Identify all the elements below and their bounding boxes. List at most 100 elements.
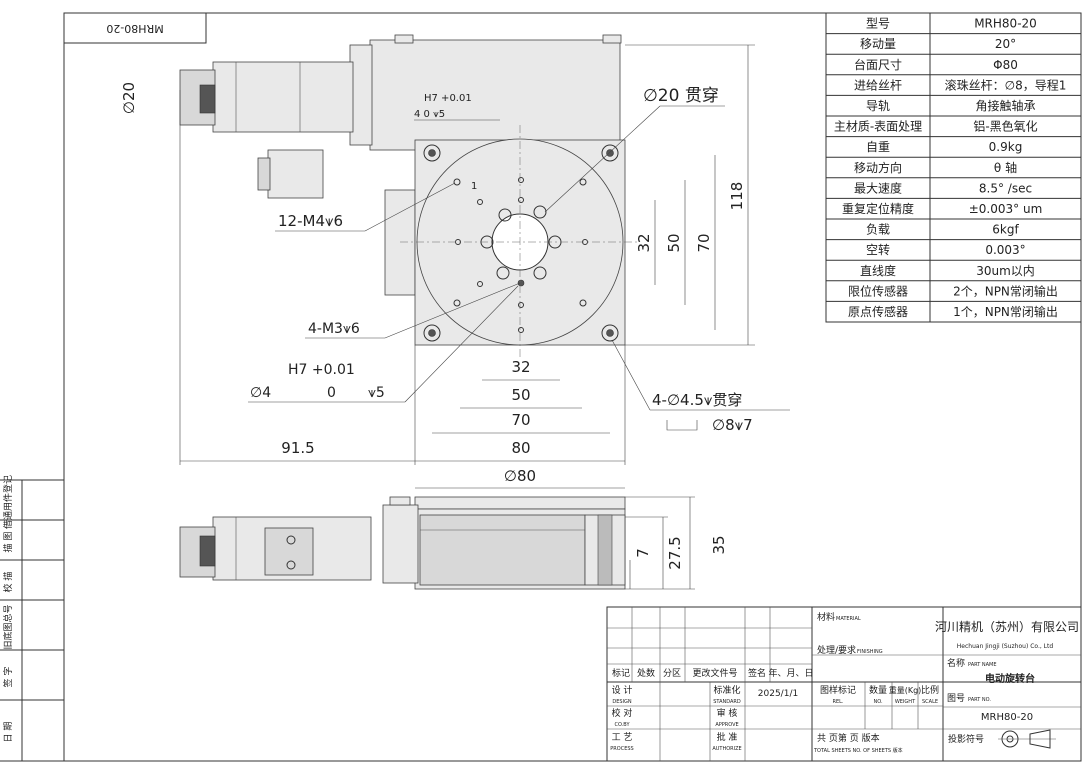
tb-finish: 处理/要求 <box>817 644 856 656</box>
dim-phi80: ∅80 <box>504 467 536 485</box>
spec-label-1: 移动量 <box>860 37 896 51</box>
spec-value-10: 6kgf <box>992 223 1019 237</box>
tb-partno: MRH80-20 <box>981 712 1033 723</box>
tb-design: 设 计 <box>612 684 633 696</box>
spec-value-12: 30um以内 <box>976 264 1035 278</box>
spec-label-14: 原点传感器 <box>848 304 908 319</box>
spec-value-8: 8.5° /sec <box>979 181 1032 195</box>
spec-value-1: 20° <box>995 37 1016 51</box>
callout-m3: 4-M3⩛6 <box>308 321 360 337</box>
spec-label-9: 重复定位精度 <box>842 201 914 216</box>
tb-standard-en: STANDARD <box>713 699 741 705</box>
projection-symbol-icon <box>998 729 1056 749</box>
callout-fit1-top: H7 +0.01 <box>424 93 472 104</box>
side-label-2: 描 图 <box>2 532 14 553</box>
spec-label-8: 最大速度 <box>854 180 902 195</box>
spec-label-0: 型号 <box>866 17 890 31</box>
left-strip: 借通用件登记 描 图 校 描 旧底图总号 签 字 日 期 <box>0 475 64 762</box>
dim-80: 80 <box>511 439 530 457</box>
rev-h-1: 处数 <box>637 667 655 679</box>
dim-50h: 50 <box>511 386 530 404</box>
spec-value-7: θ 轴 <box>994 160 1017 175</box>
bottom-dimensions: 32 50 70 80 91.5 ∅80 <box>179 90 626 489</box>
side-label-3: 校 描 <box>2 572 14 593</box>
spec-value-5: 铝-黑色氧化 <box>973 119 1037 134</box>
tb-partno-en: PART NO. <box>968 697 991 703</box>
callout-one: 1 <box>471 181 477 192</box>
callout-hole4: 4-∅4.5⩛贯穿 <box>652 391 742 409</box>
side-label-1: 借通用件登记 <box>2 475 14 529</box>
spec-label-12: 直线度 <box>860 263 896 278</box>
title-block: 标记 处数 分区 更改文件号 签名 年、月、日 设 计 DESIGN 校 对 C… <box>606 606 1082 762</box>
tb-qty: 数量 <box>869 684 887 696</box>
spec-label-10: 负载 <box>866 223 890 237</box>
tb-process: 工 艺 <box>612 732 633 743</box>
spec-label-5: 主材质-表面处理 <box>834 120 922 134</box>
dim-7: 7 <box>634 548 652 558</box>
dim-91-5: 91.5 <box>281 439 314 457</box>
rev-h-5: 年、月、日 <box>768 667 813 679</box>
callouts: ∅20 贯穿 H7 +0.01 4 0 ⩛5 1 12-M4⩛6 4-M3⩛6 … <box>248 86 790 434</box>
spec-value-3: 滚珠丝杆：∅8，导程1 <box>945 77 1067 92</box>
stamp-text: MRH80-20 <box>106 22 163 35</box>
tb-partno-label: 图号 <box>947 693 965 704</box>
dim-70v: 70 <box>695 233 713 252</box>
spec-value-6: 0.9kg <box>989 140 1023 154</box>
spec-table-frame <box>825 12 1082 323</box>
tb-stage: 图样标记 <box>820 684 856 696</box>
dim-50v: 50 <box>665 233 683 252</box>
callout-fit2-top: H7 +0.01 <box>288 362 355 378</box>
tb-stage-en: REL. <box>832 699 843 705</box>
tb-scale-en: SCALE <box>922 699 938 705</box>
spec-label-6: 自重 <box>866 140 890 154</box>
side-label-4: 旧底图总号 <box>2 604 14 649</box>
rev-h-3: 更改文件号 <box>692 667 737 679</box>
tb-approve: 审 核 <box>717 707 738 719</box>
spec-label-4: 导轨 <box>866 99 890 113</box>
side-view: 35 27.5 7 <box>179 496 728 590</box>
motor-body <box>212 61 354 133</box>
spec-value-14: 1个，NPN常闭输出 <box>953 304 1058 319</box>
tb-weight-en: WEIGHT <box>895 699 916 705</box>
tb-name-label: 名称 <box>947 657 965 669</box>
rev-h-2: 分区 <box>663 668 681 679</box>
tb-company-en: Hechuan Jingji (Suzhou) Co., Ltd <box>957 643 1054 650</box>
tb-name: 电动旋转台 <box>985 672 1035 685</box>
tb-standard: 标准化 <box>713 684 740 696</box>
spec-value-9: ±0.003° um <box>969 202 1043 216</box>
tb-qty-en: NO. <box>873 699 882 705</box>
tb-name-en: PART NAME <box>968 662 997 668</box>
tb-sheets-en: TOTAL SHEETS NO. OF SHEETS 版本 <box>813 747 903 754</box>
spec-value-0: MRH80-20 <box>974 17 1037 31</box>
tb-scale: 比例 <box>921 684 939 696</box>
spec-label-13: 限位传感器 <box>848 283 908 298</box>
tb-authorize-en: AUTHORIZE <box>712 746 741 752</box>
tb-finish-en: FINISHING <box>857 649 883 655</box>
rev-h-4: 签名 <box>748 667 766 679</box>
tb-design-en: DESIGN <box>612 699 632 705</box>
side-sensor <box>264 527 314 576</box>
tb-material: 材料 <box>817 611 835 623</box>
housing-block <box>369 39 621 151</box>
spec-value-4: 角接触轴承 <box>975 98 1035 113</box>
callout-fit2-zero: 0 <box>327 385 336 401</box>
tb-process-en: PROCESS <box>610 746 633 752</box>
dim-32h: 32 <box>511 358 530 376</box>
side-bracket <box>382 504 419 584</box>
dim-motor-dia: ∅20 <box>120 82 138 114</box>
spec-value-11: 0.003° <box>985 243 1025 257</box>
tb-sheets: 共 页第 页 版本 <box>817 732 880 744</box>
stamp-box <box>63 12 207 44</box>
callout-m4: 12-M4⩛6 <box>278 212 343 230</box>
rev-h-0: 标记 <box>612 667 630 679</box>
spec-label-11: 空转 <box>866 242 890 257</box>
top-view: 118 70 50 32 32 50 70 80 91.5 ∅80 <box>120 34 790 489</box>
spec-value-2: Φ80 <box>993 58 1018 72</box>
tb-projection: 投影符号 <box>948 733 984 745</box>
spec-label-7: 移动方向 <box>854 160 902 175</box>
spec-label-3: 进给丝杆 <box>854 78 902 92</box>
tb-check: 校 对 <box>612 707 633 719</box>
callout-cbore: ∅8⩛7 <box>712 416 753 434</box>
